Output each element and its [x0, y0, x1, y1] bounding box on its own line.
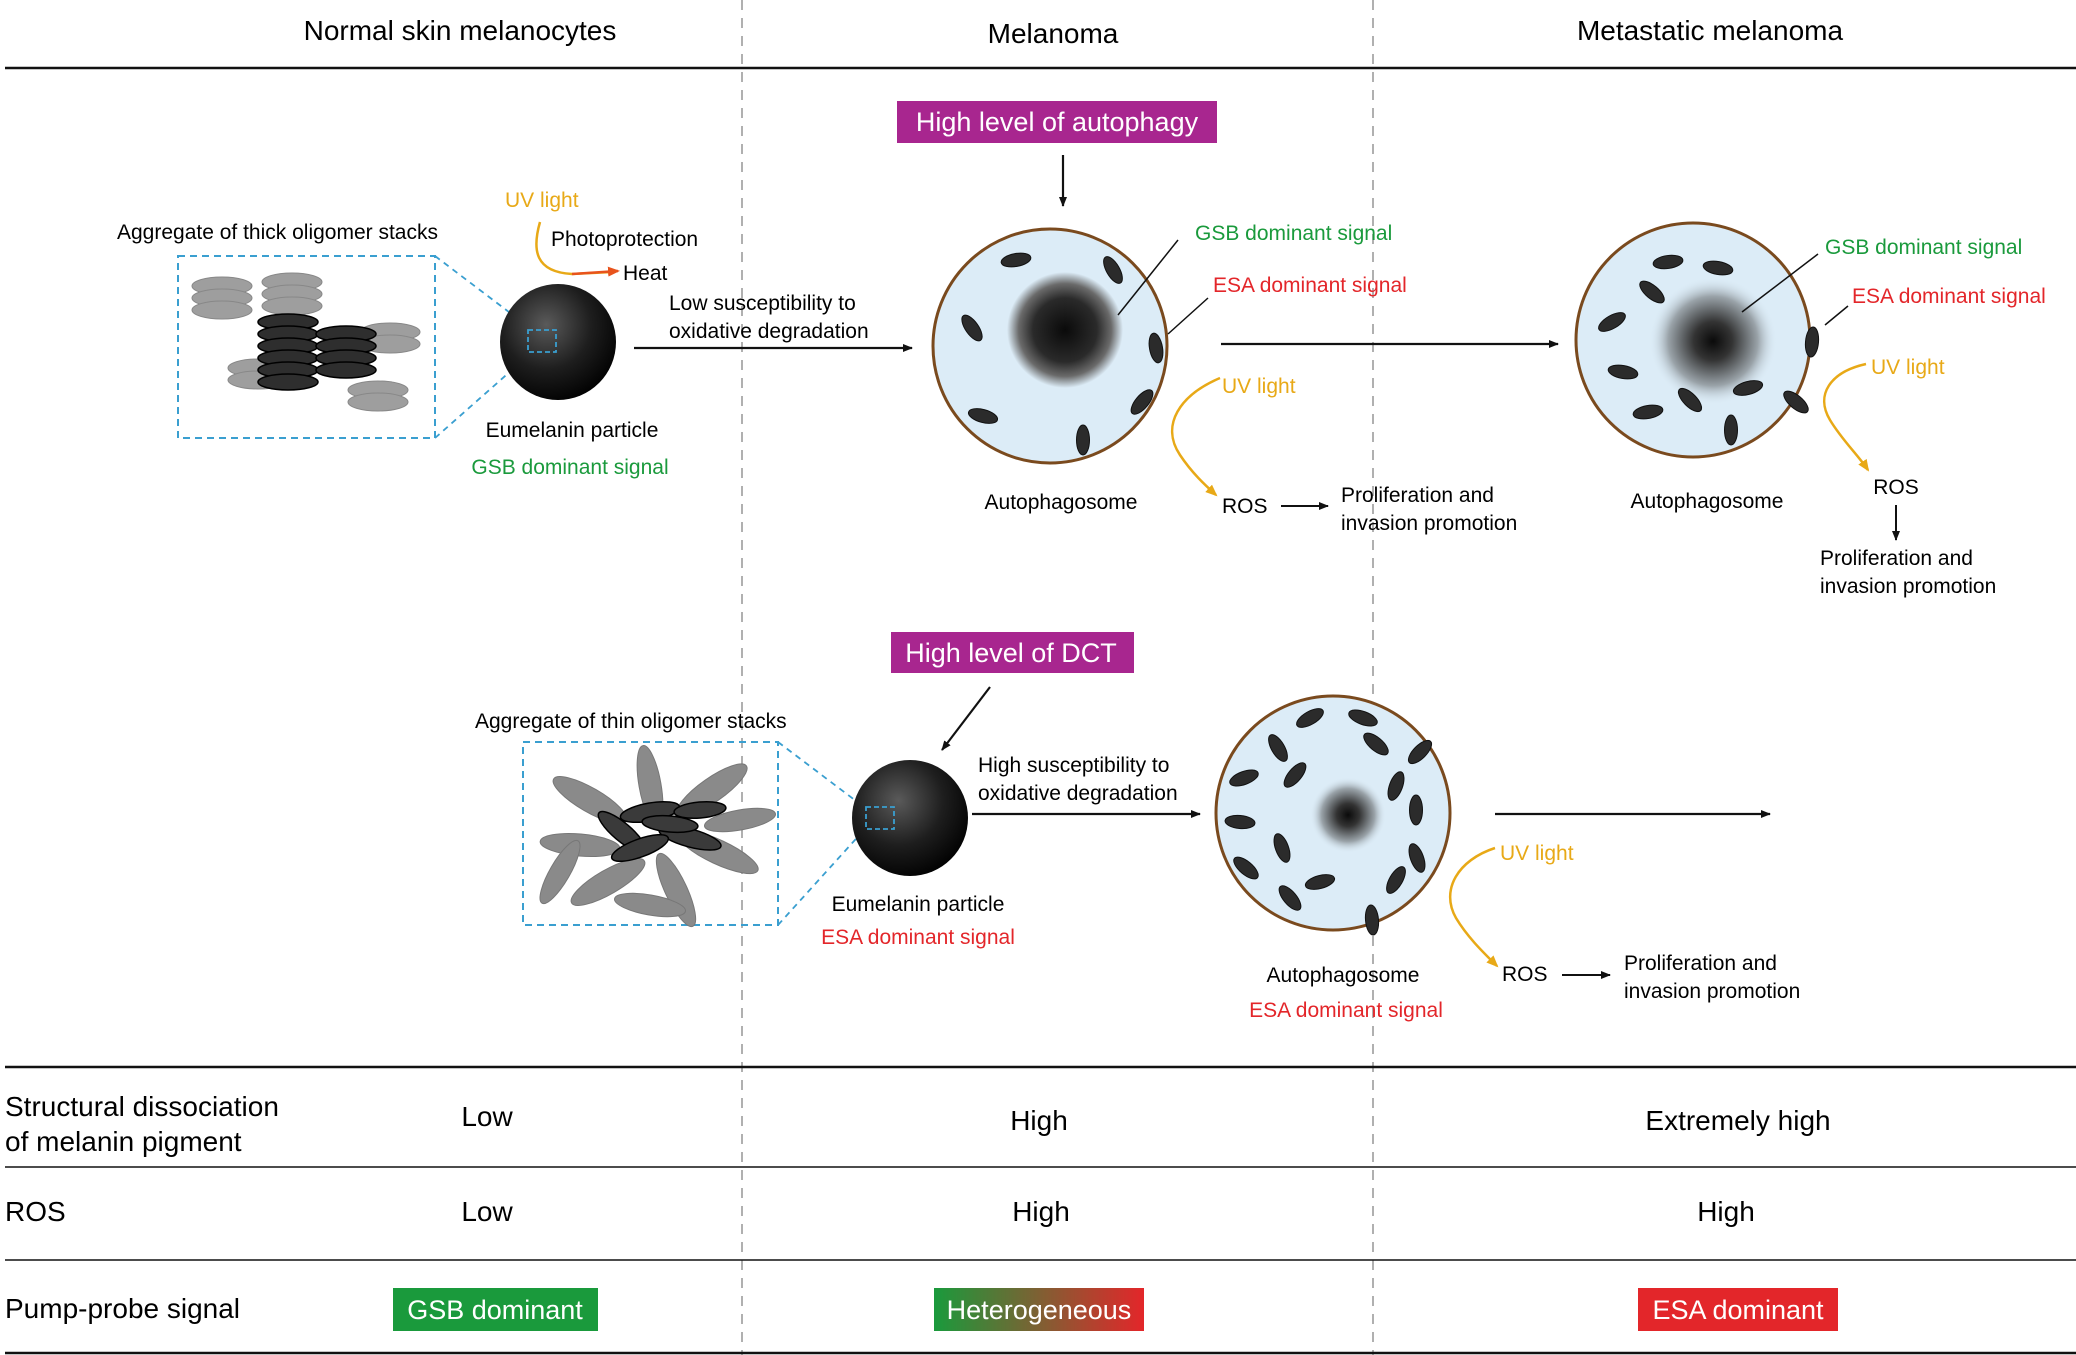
thick-aggregate-label: Aggregate of thick oligomer stacks [117, 221, 438, 244]
gsb-pointer [1117, 239, 1179, 316]
dct-box-label: High level of DCT [905, 638, 1117, 668]
esa-dominant-badge [1638, 1288, 1838, 1331]
melanoma-gsb-label: GSB dominant signal [1195, 222, 1392, 245]
row2-melanoma-value: High [1012, 1196, 1070, 1227]
row1-melanoma-value: High [1010, 1105, 1068, 1136]
melanoma-esa-label: ESA dominant signal [1213, 274, 1407, 297]
low-susceptibility-line1: Low susceptibility to [669, 292, 856, 315]
row1-label-line1: Structural dissociation [5, 1091, 279, 1122]
thick-aggregate-inset [177, 255, 436, 439]
bottom-autophagosome-signal: ESA dominant signal [1249, 999, 1443, 1022]
melanoma-uv-arrow [1170, 376, 1221, 497]
bottom-ros-label: ROS [1502, 963, 1548, 986]
metastatic-ros-label: ROS [1873, 476, 1919, 499]
row1-metastatic-value: Extremely high [1645, 1105, 1830, 1136]
bottom-autophagosome-label: Autophagosome [1267, 964, 1420, 987]
row1-normal-value: Low [461, 1101, 513, 1132]
eumelanin-particle [500, 284, 616, 400]
thin-particle-signal-esa: ESA dominant signal [821, 926, 1015, 949]
gsb-dominant-badge [393, 1288, 598, 1331]
row3-normal-value: GSB dominant [407, 1295, 583, 1325]
autophagy-box [897, 101, 1217, 143]
high-susceptibility-line2: oxidative degradation [978, 782, 1178, 805]
row2-label: ROS [5, 1196, 66, 1227]
heat-label: Heat [623, 262, 668, 285]
particle-zoom-box [865, 806, 895, 830]
row3-melanoma-value: Heterogeneous [947, 1295, 1132, 1325]
heterogeneous-badge [934, 1288, 1144, 1331]
row1-label-line2: of melanin pigment [5, 1126, 242, 1157]
bottom-uv-arrow [1448, 846, 1499, 968]
column-header-normal: Normal skin melanocytes [304, 15, 617, 46]
heat-arrow [571, 266, 620, 277]
row2-normal-value: Low [461, 1196, 513, 1227]
high-susceptibility-line1: High susceptibility to [978, 754, 1169, 777]
uv-light-label: UV light [505, 189, 579, 212]
melanoma-ros-label: ROS [1222, 495, 1268, 518]
photoprotection-label: Photoprotection [551, 228, 698, 251]
particle-signal-gsb: GSB dominant signal [471, 456, 668, 479]
thick-oligomer-stacks [191, 272, 421, 412]
melanoma-autophagosome-label: Autophagosome [985, 491, 1138, 514]
row2-metastatic-value: High [1697, 1196, 1755, 1227]
thin-aggregate-inset [522, 741, 779, 926]
autophagy-box-label: High level of autophagy [916, 107, 1199, 137]
row3-label: Pump-probe signal [5, 1293, 240, 1324]
particle-label: Eumelanin particle [486, 419, 659, 442]
melanoma-prolif-line1: Proliferation and [1341, 484, 1494, 507]
inset-connector [777, 741, 865, 808]
dct-arrow [941, 686, 991, 751]
thin-oligomer-stacks [539, 745, 776, 928]
dct-box [891, 632, 1134, 673]
bottom-autophagosome [1214, 694, 1452, 937]
particle-zoom-box [527, 329, 557, 353]
eumelanin-particle-thin [852, 760, 968, 876]
bottom-prolif-line2: invasion promotion [1624, 980, 1800, 1003]
metastatic-gsb-label: GSB dominant signal [1825, 236, 2022, 259]
low-susceptibility-line2: oxidative degradation [669, 320, 869, 343]
melanoma-uv-label: UV light [1222, 375, 1296, 398]
column-header-metastatic: Metastatic melanoma [1577, 15, 1844, 46]
uv-to-heat-arrow-tail [535, 221, 613, 276]
metastatic-gsb-pointer [1741, 253, 1819, 313]
bottom-prolif-line1: Proliferation and [1624, 952, 1777, 975]
thin-particle-label: Eumelanin particle [832, 893, 1005, 916]
melanoma-prolif-line2: invasion promotion [1341, 512, 1517, 535]
row3-metastatic-value: ESA dominant [1652, 1295, 1824, 1325]
esa-pointer [1167, 297, 1209, 335]
metastatic-prolif-line2: invasion promotion [1820, 575, 1996, 598]
metastatic-autophagosome [1574, 221, 1821, 459]
metastatic-uv-label: UV light [1871, 356, 1945, 379]
metastatic-prolif-line1: Proliferation and [1820, 547, 1973, 570]
melanoma-autophagosome [931, 227, 1169, 465]
column-header-melanoma: Melanoma [988, 18, 1119, 49]
metastatic-esa-pointer [1824, 305, 1849, 326]
metastatic-uv-arrow [1823, 362, 1870, 472]
metastatic-autophagosome-label: Autophagosome [1631, 490, 1784, 513]
metastatic-esa-label: ESA dominant signal [1852, 285, 2046, 308]
bottom-uv-label: UV light [1500, 842, 1574, 865]
thin-aggregate-label: Aggregate of thin oligomer stacks [475, 710, 787, 733]
